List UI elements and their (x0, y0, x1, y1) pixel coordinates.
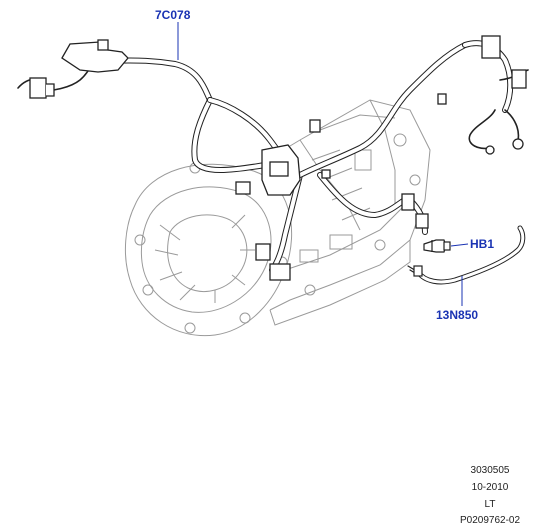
connector-left-small (235, 181, 251, 195)
connector-left-plug (29, 77, 55, 99)
harness-connectors (29, 35, 527, 281)
connector-lower-left-plug (255, 243, 291, 281)
callout-13n850: 13N850 (436, 308, 479, 322)
connector-center-module (261, 144, 301, 196)
connector-left-bracket (61, 39, 129, 73)
reference-side: LT (484, 499, 496, 510)
vent-tube-13n850 (407, 225, 526, 285)
callout-hb1: HB1 (470, 237, 495, 251)
transmission-housing (125, 99, 431, 337)
harness-clips (309, 93, 447, 179)
reference-code: 3030505 (470, 465, 510, 476)
sensor-hb1-leader (450, 243, 469, 247)
connector-upper-right (481, 35, 527, 89)
reference-illustration-id: P0209762-02 (459, 515, 521, 526)
connector-right-lower (401, 138, 524, 229)
callout-7c078: 7C078 (155, 8, 191, 22)
sensor-hb1-icon (423, 239, 451, 253)
reference-date: 10-2010 (471, 482, 509, 493)
